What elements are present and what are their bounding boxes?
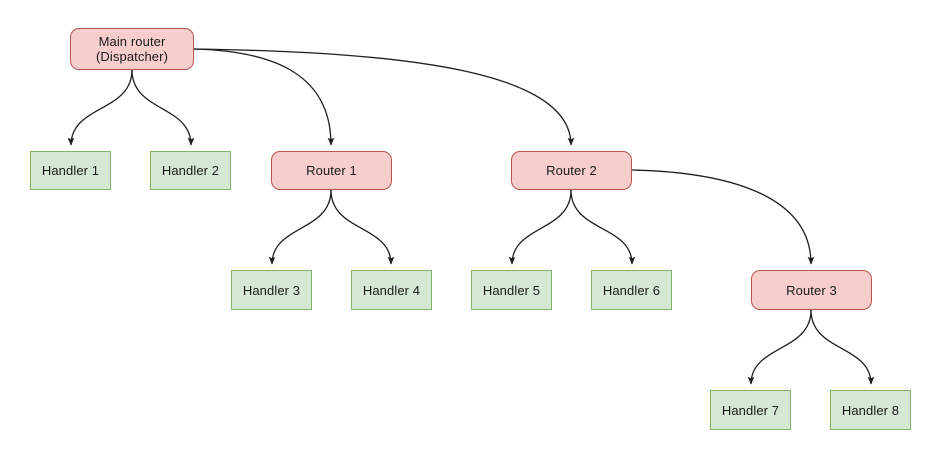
node-handler-6[interactable]: Handler 6 (591, 270, 672, 310)
node-label-router-3: Router 3 (786, 282, 837, 298)
edge-main-to-handler-1 (67, 69, 133, 146)
node-handler-4[interactable]: Handler 4 (351, 270, 432, 310)
node-label-handler-7: Handler 7 (721, 402, 780, 418)
node-main-router[interactable]: Main router (Dispatcher) (70, 28, 194, 70)
node-label-handler-4: Handler 4 (362, 282, 421, 298)
node-router-3[interactable]: Router 3 (751, 270, 872, 310)
edge-main-to-router-1 (193, 48, 335, 146)
edge-router-2-to-handler-5 (508, 189, 572, 265)
edge-main-to-handler-2 (131, 69, 195, 146)
edge-router-3-to-handler-7 (747, 309, 812, 385)
edge-main-to-router-2 (193, 48, 575, 146)
node-label-handler-6: Handler 6 (602, 282, 661, 298)
node-handler-2[interactable]: Handler 2 (150, 151, 231, 190)
node-handler-3[interactable]: Handler 3 (231, 270, 312, 310)
edge-router-2-to-handler-6 (570, 189, 636, 265)
edge-router-3-to-handler-8 (810, 309, 875, 385)
node-label-main-router: Main router (Dispatcher) (96, 34, 168, 64)
node-router-1[interactable]: Router 1 (271, 151, 392, 190)
node-label-handler-1: Handler 1 (41, 163, 100, 178)
node-label-handler-3: Handler 3 (242, 282, 301, 298)
edges-group (67, 48, 875, 385)
node-router-2[interactable]: Router 2 (511, 151, 632, 190)
node-label-handler-8: Handler 8 (841, 402, 900, 418)
node-label-router-2: Router 2 (546, 163, 597, 178)
node-handler-8[interactable]: Handler 8 (830, 390, 911, 430)
edge-router-1-to-handler-3 (268, 189, 332, 265)
node-handler-7[interactable]: Handler 7 (710, 390, 791, 430)
node-label-router-1: Router 1 (306, 163, 357, 178)
edge-router-2-to-router-3 (631, 169, 815, 265)
edge-router-1-to-handler-4 (330, 189, 395, 265)
node-label-handler-2: Handler 2 (161, 163, 220, 178)
node-handler-1[interactable]: Handler 1 (30, 151, 111, 190)
node-handler-5[interactable]: Handler 5 (471, 270, 552, 310)
node-label-handler-5: Handler 5 (482, 282, 541, 298)
